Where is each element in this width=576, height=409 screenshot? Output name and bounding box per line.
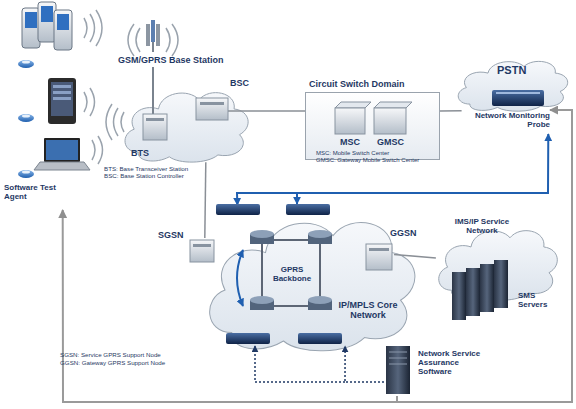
tablet-device (48, 78, 76, 124)
bts-device (143, 114, 167, 140)
node-label: Software Test Agent (4, 184, 56, 202)
node-label: SGSN (158, 230, 184, 240)
ggsn-node: GGSN (364, 240, 394, 272)
wireless-waves (84, 10, 178, 164)
abbreviation-note: GGSN: Gateway GPRS Support Node (60, 360, 165, 367)
node-label: PSTN (497, 64, 526, 76)
node-note: MSC: Mobile Switch Center (316, 150, 389, 157)
cloud-outline (452, 48, 572, 114)
test-agent-icons (18, 60, 34, 178)
connector-line (440, 110, 462, 112)
node-label: BSC (230, 78, 249, 88)
assurance-node: Network Service Assurance Software (384, 344, 514, 396)
ims-cloud: IMS/IP Service NetworkSMS Servers (432, 212, 562, 304)
ggsn-device (366, 244, 392, 270)
connector-line (63, 210, 397, 402)
node-label: IMS/IP Service Network (442, 218, 522, 236)
msc-node: MSC (334, 103, 368, 147)
probe-node: Network Monitoring Probe (465, 86, 550, 134)
connector-line (205, 162, 206, 238)
antenna-tower (146, 20, 160, 114)
connector-line (237, 134, 548, 205)
gmsc-server (374, 102, 412, 134)
node-label: MSC (340, 137, 360, 147)
assurance-server (386, 346, 410, 394)
node-note: GMSC: Gateway Mobile Switch Center (316, 157, 419, 164)
node-label: Network Service Assurance Software (418, 350, 490, 377)
abbreviation-note: BSC: Base Station Controller (104, 173, 184, 180)
node-label: GGSN (390, 228, 417, 238)
mobile-phones (22, 2, 72, 50)
core-probes (216, 204, 342, 344)
connector-line (345, 346, 384, 382)
redundancy-arrow (237, 250, 243, 306)
connector-line (394, 254, 436, 258)
monitoring-probe (492, 90, 544, 106)
backbone-node: GPRS Backbone (268, 262, 316, 290)
backbone-links (262, 240, 320, 306)
circuit-switch-box: Circuit Switch DomainMSC: Mobile Switch … (305, 92, 440, 160)
msc-server (335, 102, 371, 134)
base-station-cloud: GSM/GPRS Base StationBSCBTS (118, 74, 253, 166)
sms-servers (452, 260, 508, 320)
bsc-device (196, 98, 228, 120)
core-network-cloud: IP/MPLS Core Network GPRS Backbone GGSN (198, 188, 423, 358)
abbreviation-note: BTS: Base Transceiver Station (104, 166, 188, 173)
gmsc-node: GMSC (373, 103, 411, 147)
node-label: BTS (131, 148, 149, 158)
assurance-branch-line (255, 346, 345, 382)
sgsn-device (190, 240, 214, 262)
node-label: GPRS Backbone (268, 266, 316, 284)
bsc-node: BSC (196, 96, 228, 120)
pstn-cloud: PSTN (452, 48, 572, 114)
node-label: SMS Servers (518, 292, 558, 310)
node-label: GSM/GPRS Base Station (118, 55, 224, 65)
connector-line (397, 110, 572, 402)
node-label: Network Monitoring Probe (465, 112, 550, 130)
node-label: GMSC (377, 137, 404, 147)
probe-branch-line (296, 193, 298, 204)
sms-node: SMS Servers (448, 262, 560, 322)
abbreviation-note: SGSN: Service GPRS Support Node (60, 352, 161, 359)
test-agent-node: Software Test Agent (2, 0, 94, 210)
cloud-outline (198, 188, 423, 358)
laptop-device (34, 138, 90, 170)
node-label: Circuit Switch Domain (309, 79, 405, 89)
node-label: IP/MPLS Core Network (333, 300, 403, 320)
sgsn-node: SGSN (188, 238, 216, 264)
connector-line (228, 110, 305, 112)
core-routers (250, 230, 332, 310)
bts-node: BTS (143, 112, 169, 140)
